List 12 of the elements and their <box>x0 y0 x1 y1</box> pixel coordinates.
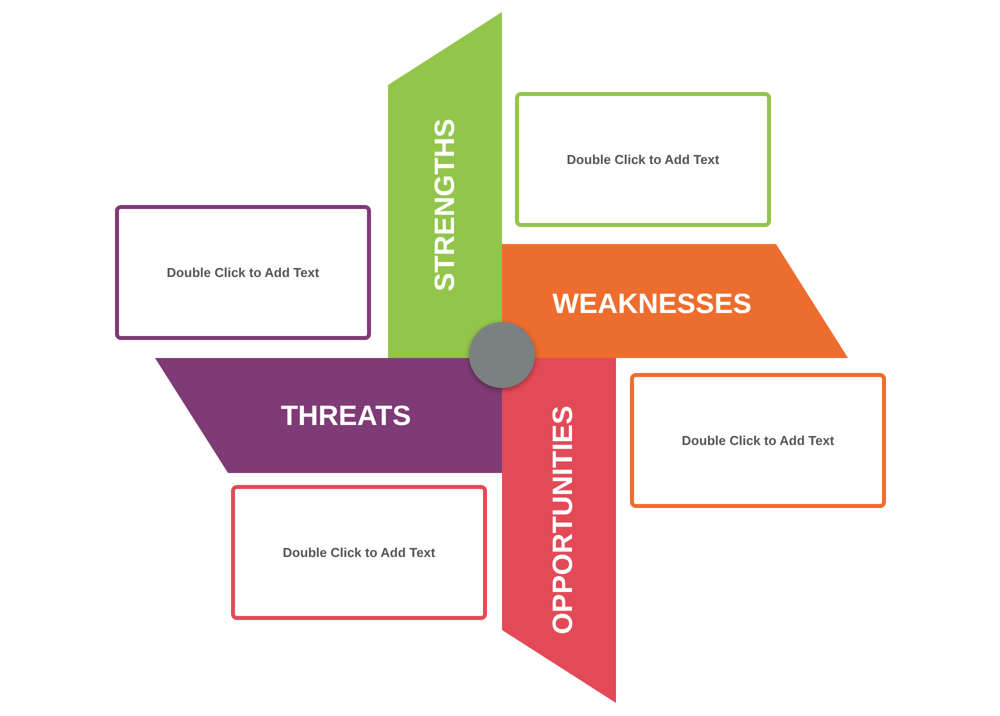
text-box <box>115 205 371 340</box>
text-box <box>231 485 487 620</box>
text-box <box>515 92 771 227</box>
placeholder-text: Double Click to Add Text <box>166 265 320 280</box>
banner-label: OPPORTUNITIES <box>547 406 579 634</box>
banner-label: STRENGTHS <box>429 118 461 292</box>
placeholder-text: Double Click to Add Text <box>566 152 720 167</box>
placeholder-text: Double Click to Add Text <box>282 545 436 560</box>
text-box <box>630 373 886 508</box>
placeholder-text: Double Click to Add Text <box>682 433 834 448</box>
banner-label: WEAKNESSES <box>552 288 752 320</box>
banner-label: THREATS <box>280 400 412 432</box>
